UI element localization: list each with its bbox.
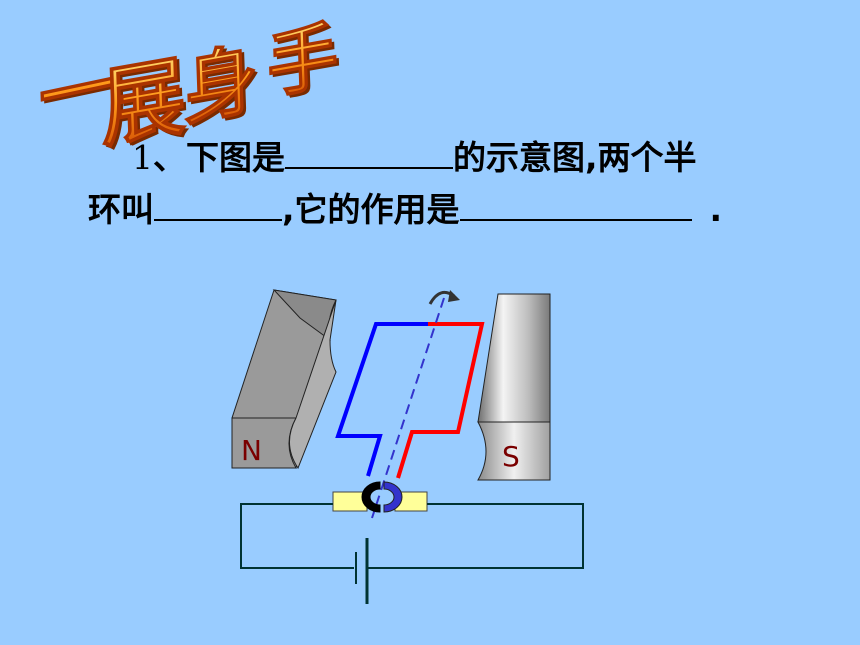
question-line-2: 环叫 ,它的作用是. xyxy=(88,184,828,236)
magnet-south-back xyxy=(477,293,551,423)
commutator-ring-black xyxy=(361,481,381,513)
circuit-wire-right xyxy=(368,503,584,569)
title-char-2: 展 展 xyxy=(99,45,191,163)
question-line1-part-a: 、下图是 xyxy=(153,138,285,177)
battery-icon xyxy=(355,538,369,604)
question-line2-part-a: 环叫 xyxy=(88,190,154,229)
coil-red-half xyxy=(396,322,485,479)
svg-text:一: 一 xyxy=(40,41,120,150)
question-line-1: 1、下图是 的示意图,两个半 xyxy=(88,132,828,184)
svg-text:展: 展 xyxy=(102,48,190,163)
coil-blue-half xyxy=(335,322,432,477)
magnet-south-label: S xyxy=(502,440,520,473)
answer-blank-1[interactable] xyxy=(285,137,453,169)
rotation-axis xyxy=(371,297,445,519)
motor-diagram: N S xyxy=(231,289,584,604)
question-line1-part-b: 的示意图,两个半 xyxy=(453,138,697,177)
title-char-4: 手 手 xyxy=(265,13,343,113)
svg-text:身: 身 xyxy=(185,37,263,140)
answer-blank-2[interactable] xyxy=(154,189,282,221)
title-char-3: 身 身 xyxy=(181,34,263,140)
magnet-north-label: N xyxy=(241,434,262,467)
answer-blank-3[interactable] xyxy=(459,189,692,221)
magnet-north: N xyxy=(231,289,337,470)
magnet-north-edge xyxy=(289,299,337,470)
magnet-south: S xyxy=(477,293,551,481)
circuit-wire xyxy=(240,503,354,569)
question-line2-part-b: ,它的作用是 xyxy=(282,190,460,229)
commutator-ring-blue xyxy=(383,481,403,513)
question-text: 1、下图是 的示意图,两个半 环叫 ,它的作用是. xyxy=(88,132,828,236)
rotation-arrow-icon xyxy=(428,290,460,305)
magnet-south-face xyxy=(477,421,551,481)
question-number: 1 xyxy=(132,138,153,177)
svg-text:手: 手 xyxy=(269,16,343,113)
title-art: 一 一 展 展 身 身 手 手 xyxy=(37,13,343,164)
svg-text:手: 手 xyxy=(266,13,340,110)
svg-text:身: 身 xyxy=(182,35,260,138)
title-char-1: 一 一 xyxy=(37,38,120,150)
svg-text:展: 展 xyxy=(99,46,187,161)
question-period: . xyxy=(709,190,723,229)
svg-text:一: 一 xyxy=(37,38,117,147)
